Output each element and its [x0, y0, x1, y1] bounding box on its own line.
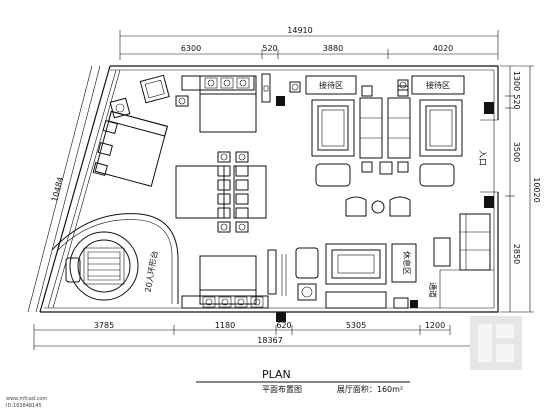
dim-bottom-seg-4: 5305 — [346, 321, 366, 330]
bed-diagonal — [92, 110, 168, 187]
plan-area: 展厅面积：160m² — [337, 384, 403, 394]
right-dimension-chain: 1300 520 3500 2850 10020 — [500, 65, 541, 313]
label-reception-right: 接待区 — [426, 80, 450, 90]
reception-counter-left: 接待区 — [289, 75, 357, 95]
lounge-chair-top-left — [139, 74, 189, 107]
sofa-set-top — [311, 85, 463, 187]
dim-right-seg-3: 3500 — [512, 142, 521, 162]
dim-bottom-total: 18367 — [257, 336, 282, 345]
watermark-logo — [470, 316, 522, 370]
plan-title: PLAN — [262, 368, 291, 381]
label-sofa-area: 休息区 — [402, 251, 412, 275]
reception-counter-right: 接待区 — [397, 75, 465, 95]
watermark-line-1: www.mfcad.com — [6, 396, 47, 402]
column — [276, 96, 285, 106]
dim-top-seg-2: 520 — [262, 44, 277, 53]
caption-block: PLAN 平面布置图 展厅面积：160m² — [196, 368, 410, 394]
side-table-left — [109, 97, 131, 119]
bottom-dimension-chain: 3785 1180 620 5305 1200 18367 — [33, 321, 499, 350]
dim-bottom-seg-1: 3785 — [94, 321, 114, 330]
dim-bottom-seg-5: 1200 — [425, 321, 445, 330]
sofa-area-bottom: 休息区 通道 — [281, 213, 494, 309]
dim-right-total: 10020 — [532, 177, 541, 202]
dim-left-diagonal: 10484 — [50, 176, 65, 203]
label-reception-left: 接待区 — [319, 80, 343, 90]
dim-bottom-seg-3: 620 — [276, 321, 291, 330]
column — [276, 312, 286, 322]
dim-top-seg-4: 4020 — [433, 44, 453, 53]
label-corridor: 通道 — [428, 282, 438, 298]
small-chairs-center — [345, 196, 411, 217]
watermark: www.mfcad.com ID:163848145 — [6, 316, 522, 409]
dim-top-seg-1: 6300 — [181, 44, 201, 53]
dim-right-seg-4: 2850 — [512, 244, 521, 264]
dim-bottom-seg-2: 1180 — [215, 321, 235, 330]
bed-top — [181, 73, 271, 133]
dim-top-seg-3: 3880 — [323, 44, 343, 53]
column — [484, 196, 494, 208]
dim-top-total: 14910 — [287, 26, 312, 35]
label-entrance: 入口 — [478, 150, 487, 166]
watermark-line-2: ID:163848145 — [6, 403, 42, 409]
center-table-group — [175, 151, 267, 233]
top-dimension-chain: 14910 6300 520 3880 4020 — [119, 26, 499, 60]
bed-bottom — [181, 249, 277, 309]
plan-subtitle: 平面布置图 — [262, 384, 302, 394]
dim-right-seg-2: 520 — [512, 94, 521, 109]
outer-walls — [39, 65, 500, 322]
dim-right-seg-1: 1300 — [512, 71, 521, 91]
label-round-table: 20人环形台 — [142, 250, 159, 293]
column — [410, 300, 418, 308]
column — [484, 102, 494, 114]
left-diagonal-dimension: 10484 — [27, 65, 101, 313]
